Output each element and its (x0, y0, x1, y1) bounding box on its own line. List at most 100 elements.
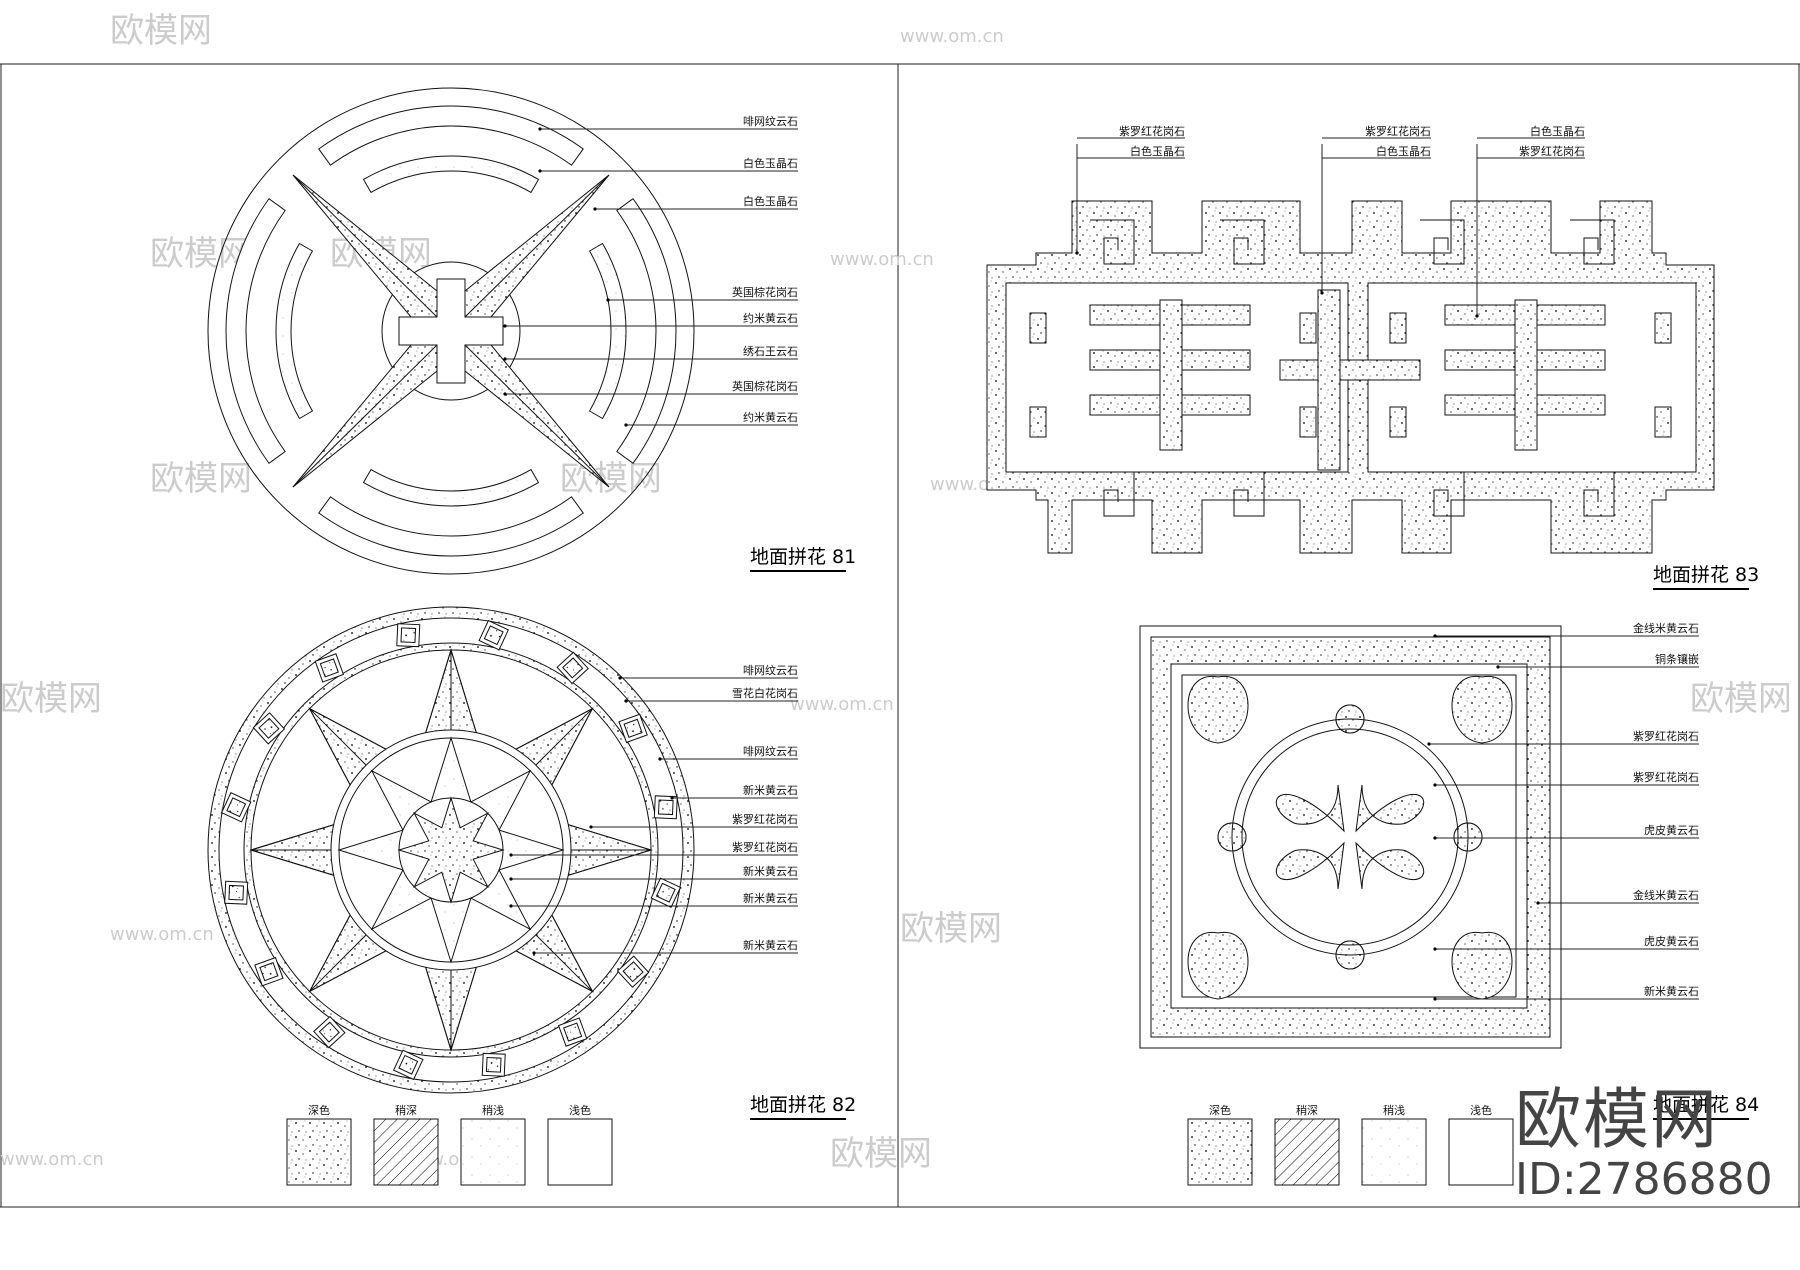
center-leaf (1355, 841, 1425, 890)
key-motif (1090, 219, 1135, 265)
diamond-inlay (485, 1056, 502, 1073)
center-bar (1279, 359, 1421, 381)
legends: 深色稍深稍浅浅色深色稍深稍浅浅色 (286, 1103, 1514, 1186)
leader-dot (624, 423, 628, 427)
leader-dot (1427, 742, 1431, 746)
leader-dot (503, 357, 507, 361)
diamond-inlay (400, 627, 417, 644)
small-block (1029, 406, 1047, 438)
watermark-text: 欧模网 (110, 11, 212, 51)
material-label: 紫罗红花岗石 (1119, 125, 1185, 138)
leader-dot (503, 324, 507, 328)
legend-swatch (1274, 1118, 1340, 1186)
material-label: 白色玉晶石 (743, 194, 798, 208)
small-block (1654, 406, 1672, 438)
design-title: 地面拼花 83 (1653, 564, 1759, 586)
diamond-inlay (657, 799, 674, 816)
diamond-inlay (258, 717, 280, 739)
arc-band (318, 496, 584, 557)
arc-band (362, 155, 540, 194)
small-block (1299, 406, 1317, 438)
material-label: 新米黄云石 (1644, 984, 1699, 998)
legend-label: 稍深 (1296, 1103, 1318, 1117)
material-label: 约米黄云石 (743, 410, 798, 424)
diamond-inlay (623, 718, 643, 738)
watermark-id: ID:2786880 (1515, 1154, 1773, 1205)
leader-dot (1433, 947, 1437, 951)
corner-leaf (1187, 675, 1249, 744)
leader-dot (593, 207, 597, 211)
center-leaf (1275, 841, 1345, 890)
diamond-inlay (318, 1021, 340, 1043)
leader-dot (1433, 997, 1437, 1001)
material-labels: 啡网纹云石白色玉晶石白色玉晶石英国棕花岗石约米黄云石绣石王云石英国棕花岗石约米黄… (503, 114, 1759, 1120)
legend-label: 浅色 (569, 1103, 591, 1117)
small-block (1654, 312, 1672, 344)
material-label: 约米黄云石 (743, 311, 798, 325)
material-label: 金线米黄云石 (1633, 888, 1699, 902)
legend-label: 深色 (1209, 1103, 1231, 1117)
leader-dot (1496, 665, 1500, 669)
center-leaf (1355, 784, 1425, 833)
watermark-logo: 欧模网 ID:2786880 (1515, 1085, 1773, 1205)
diamond-inlay (226, 797, 247, 818)
star-ridge (464, 344, 610, 488)
material-label: 虎皮黄云石 (1644, 934, 1699, 948)
corner-leaf (1451, 675, 1513, 744)
watermark-text: 欧模网 (0, 679, 102, 719)
legend-swatch (373, 1118, 439, 1186)
diamond-inlay (319, 658, 339, 678)
star-ridge (464, 174, 610, 318)
leader-dot (509, 853, 513, 857)
diamond-inlay (622, 961, 644, 983)
material-label: 新米黄云石 (743, 938, 798, 952)
material-label: 新米黄云石 (743, 864, 798, 878)
floor-pattern-81 (207, 87, 695, 575)
material-label: 啡网纹云石 (743, 663, 798, 677)
material-label: 白色玉晶石 (1376, 144, 1431, 158)
arc-band (318, 105, 584, 166)
watermark-text: www.om.cn (0, 1149, 104, 1170)
key-motif (1420, 471, 1465, 517)
arc-band (275, 242, 314, 420)
glyph-stem (1514, 299, 1538, 451)
floor-pattern-83 (986, 200, 1715, 554)
watermark-text: 欧模网 (900, 909, 1002, 949)
material-label: 新米黄云石 (743, 783, 798, 797)
center-stem (1317, 289, 1341, 471)
quatrefoil-ring (1241, 728, 1459, 946)
arc-band (616, 198, 677, 464)
material-label: 英国棕花岗石 (732, 285, 798, 299)
material-label: 英国棕花岗石 (732, 379, 798, 393)
outer-circle (207, 87, 695, 575)
leader-dot (538, 127, 542, 131)
floor-pattern-84 (1139, 625, 1562, 1049)
small-block (1299, 312, 1317, 344)
key-motif (1570, 471, 1615, 517)
small-block (1389, 312, 1407, 344)
material-label: 啡网纹云石 (743, 744, 798, 758)
design-title: 地面拼花 81 (750, 546, 856, 568)
center-leaf (1275, 784, 1345, 833)
legend-swatch (1187, 1118, 1253, 1186)
legend-swatch (460, 1118, 526, 1186)
leader-dot (624, 699, 628, 703)
watermark-text: 欧模网 (1690, 679, 1792, 719)
leader-dot (1475, 314, 1479, 318)
leader-dot (532, 951, 536, 955)
legend-swatch (286, 1118, 352, 1186)
diamond-inlay (563, 1022, 583, 1042)
leader-dot (1075, 251, 1079, 255)
leader-dot (1433, 783, 1437, 787)
leader-dot (658, 757, 662, 761)
design-title: 地面拼花 82 (750, 1094, 856, 1116)
material-label: 紫罗红花岗石 (1633, 730, 1699, 743)
diamond-inlay (562, 657, 584, 679)
key-motif (1090, 471, 1135, 517)
leader-dot (509, 877, 513, 881)
leader-dot (606, 298, 610, 302)
watermark-text: www.om.cn (900, 26, 1004, 47)
diamond-inlay (483, 625, 504, 646)
leader-dot (1320, 291, 1324, 295)
